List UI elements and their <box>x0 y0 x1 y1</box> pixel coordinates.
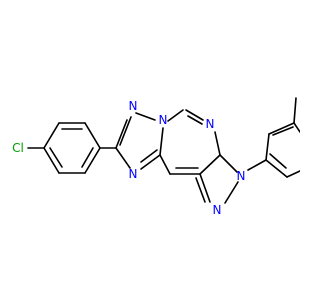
bond <box>224 181 239 204</box>
molecule-structure: Cl N N N N N N <box>12 97 300 217</box>
bond <box>268 122 295 135</box>
bond <box>159 154 171 175</box>
bond <box>49 147 63 168</box>
bond <box>84 122 101 149</box>
bond <box>293 97 297 124</box>
bond <box>115 147 131 169</box>
bond <box>43 122 60 149</box>
nitrogen-atom-label: N <box>206 117 215 131</box>
bond <box>195 177 206 203</box>
bond <box>167 109 184 122</box>
bond <box>272 126 294 136</box>
bond <box>293 122 300 133</box>
nitrogen-atom-label: N <box>159 113 168 127</box>
atom-label-layer: Cl N N N N N N <box>12 99 245 217</box>
nitrogen-atom-label: N <box>129 99 138 113</box>
bond <box>119 116 132 146</box>
bond <box>265 159 288 178</box>
nitrogen-atom-label: N <box>213 203 222 217</box>
bond <box>214 131 221 156</box>
bond <box>247 159 267 171</box>
bond <box>269 153 287 169</box>
bond <box>286 170 300 178</box>
nitrogen-atom-label: N <box>129 167 138 181</box>
bond <box>219 154 238 173</box>
bond <box>265 133 270 161</box>
bond <box>115 119 128 149</box>
chlorine-atom-label: Cl <box>12 141 24 155</box>
bond-layer <box>27 97 300 204</box>
bond <box>140 154 161 170</box>
bond <box>84 147 101 174</box>
bond <box>199 173 211 203</box>
bond <box>140 149 158 163</box>
bond <box>199 154 221 175</box>
bond <box>185 109 204 121</box>
bond <box>135 112 156 121</box>
bond <box>159 127 164 156</box>
nitrogen-atom-label: N <box>237 169 246 183</box>
bond <box>81 147 94 168</box>
bond <box>43 147 60 174</box>
bond <box>187 115 203 125</box>
